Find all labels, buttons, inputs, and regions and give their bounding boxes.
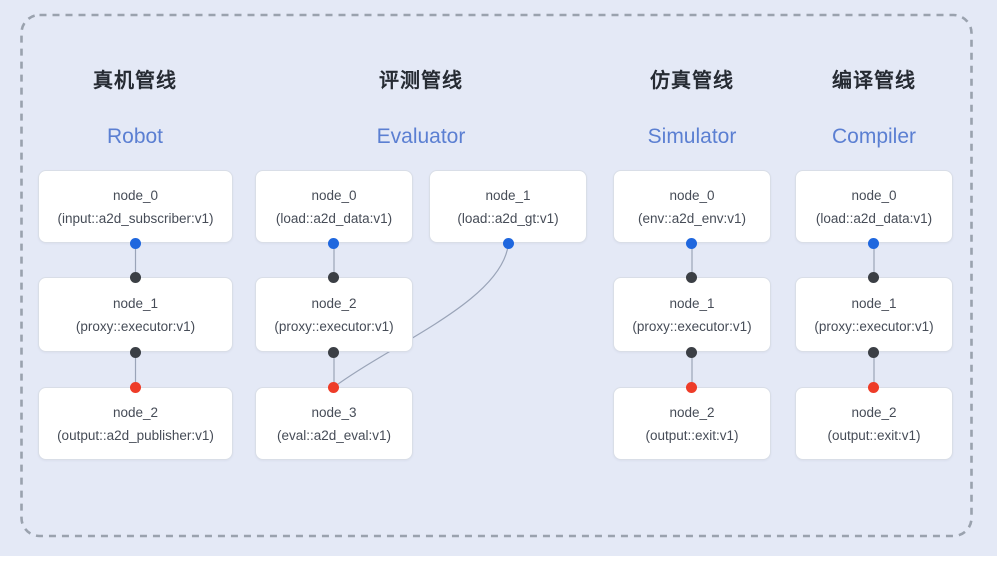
output-port-dot <box>130 238 141 249</box>
pipeline-title-zh-simulator: 仿真管线 <box>650 70 734 92</box>
node-card-evaluator-0: node_0 (load::a2d_data:v1) <box>255 170 413 243</box>
node-name: node_1 <box>669 295 715 311</box>
node-name: node_1 <box>485 187 531 203</box>
node-name: node_0 <box>112 187 159 203</box>
node-type: (proxy::executor:v1) <box>274 318 394 334</box>
node-type: (output::a2d_publisher:v1) <box>57 427 214 443</box>
input-port-dot <box>130 272 141 283</box>
pipeline-title-zh-robot: 真机管线 <box>93 70 177 92</box>
node-type: (load::a2d_data:v1) <box>815 210 933 226</box>
input-port-dot <box>686 272 697 283</box>
final-input-port-dot <box>868 382 879 393</box>
node-name: node_0 <box>851 187 897 203</box>
output-port-dot <box>868 238 879 249</box>
wire-eval-1-3-curve <box>333 242 510 388</box>
output-port-dot <box>328 238 339 249</box>
node-card-robot-0: node_0 (input::a2d_subscriber:v1) <box>38 170 233 243</box>
node-card-evaluator-2: node_2 (proxy::executor:v1) <box>255 277 413 352</box>
node-name: node_2 <box>311 295 357 311</box>
node-name: node_3 <box>311 404 357 420</box>
node-card-compiler-0: node_0 (load::a2d_data:v1) <box>795 170 953 243</box>
output-port-dot <box>328 347 339 358</box>
final-input-port-dot <box>328 382 339 393</box>
node-card-simulator-2: node_2 (output::exit:v1) <box>613 387 771 460</box>
node-name: node_2 <box>669 404 715 420</box>
input-port-dot <box>868 272 879 283</box>
node-name: node_2 <box>112 404 159 420</box>
node-type: (output::exit:v1) <box>827 427 921 443</box>
pipeline-title-en-simulator: Simulator <box>647 125 737 148</box>
node-card-simulator-1: node_1 (proxy::executor:v1) <box>613 277 771 352</box>
node-name: node_0 <box>669 187 715 203</box>
node-name: node_1 <box>851 295 897 311</box>
output-port-dot <box>686 347 697 358</box>
node-type: (proxy::executor:v1) <box>632 318 752 334</box>
node-name: node_2 <box>851 404 897 420</box>
node-name: node_0 <box>311 187 357 203</box>
output-port-dot <box>130 347 141 358</box>
node-card-evaluator-1: node_1 (load::a2d_gt:v1) <box>429 170 587 243</box>
node-card-compiler-2: node_2 (output::exit:v1) <box>795 387 953 460</box>
node-card-robot-2: node_2 (output::a2d_publisher:v1) <box>38 387 233 460</box>
node-name: node_1 <box>112 295 159 311</box>
input-port-dot <box>328 272 339 283</box>
node-type: (env::a2d_env:v1) <box>637 210 747 226</box>
node-type: (input::a2d_subscriber:v1) <box>57 210 214 226</box>
final-input-port-dot <box>130 382 141 393</box>
node-type: (proxy::executor:v1) <box>75 318 196 334</box>
output-port-dot <box>686 238 697 249</box>
node-type: (eval::a2d_eval:v1) <box>276 427 392 443</box>
pipeline-title-en-robot: Robot <box>106 125 164 148</box>
pipeline-title-zh-compiler: 编译管线 <box>832 70 916 92</box>
node-card-simulator-0: node_0 (env::a2d_env:v1) <box>613 170 771 243</box>
pipeline-title-zh-evaluator: 评测管线 <box>379 70 463 92</box>
node-type: (proxy::executor:v1) <box>814 318 934 334</box>
node-type: (load::a2d_data:v1) <box>275 210 393 226</box>
node-card-evaluator-3: node_3 (eval::a2d_eval:v1) <box>255 387 413 460</box>
node-card-compiler-1: node_1 (proxy::executor:v1) <box>795 277 953 352</box>
output-port-dot <box>868 347 879 358</box>
node-type: (output::exit:v1) <box>645 427 739 443</box>
node-type: (load::a2d_gt:v1) <box>457 210 559 226</box>
pipeline-title-en-evaluator: Evaluator <box>376 125 466 148</box>
node-card-robot-1: node_1 (proxy::executor:v1) <box>38 277 233 352</box>
final-input-port-dot <box>686 382 697 393</box>
pipeline-title-en-compiler: Compiler <box>831 125 917 148</box>
output-port-dot <box>503 238 514 249</box>
